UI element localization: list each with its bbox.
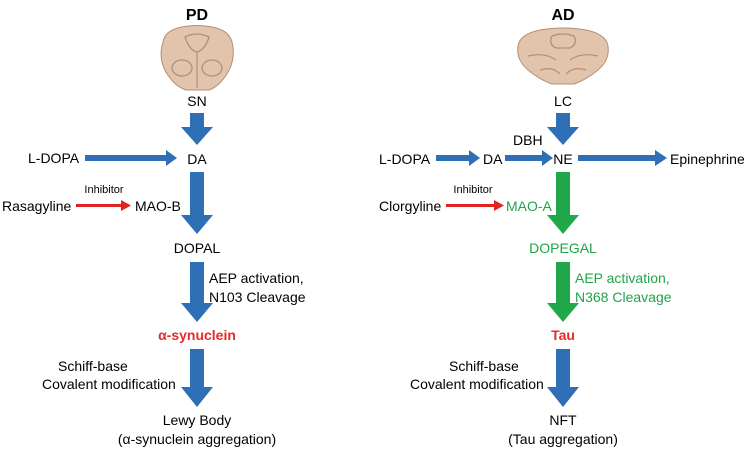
ad-ne-label: NE (553, 151, 572, 167)
ad-drug-label: Clorgyline (379, 198, 441, 214)
pd-aep-line1: AEP activation, (209, 270, 304, 286)
pd-protein-label: α-synuclein (158, 327, 236, 343)
ad-arrow-ne-to-dopegal (547, 172, 579, 234)
pd-arrow-ldopa-to-da (85, 150, 177, 166)
pd-schiff-line2: Covalent modification (42, 376, 176, 392)
pd-enzyme-label: MAO-B (135, 198, 181, 214)
ad-aep-line2: N368 Cleavage (575, 289, 672, 305)
pd-aep-line2: N103 Cleavage (209, 289, 306, 305)
ad-arrow-dopegal-to-protein (547, 262, 579, 322)
pd-brainstem-icon (160, 25, 234, 91)
ad-result-line1: NFT (549, 412, 577, 428)
pd-ldopa-label: L-DOPA (28, 150, 80, 166)
ad-arrow-lc-to-ne (547, 113, 579, 145)
pd-arrow-da-to-dopal (181, 172, 213, 234)
pd-region-label: SN (187, 93, 206, 109)
ad-aep-line1: AEP activation, (575, 270, 670, 286)
pd-aldehyde-label: DOPAL (174, 240, 221, 256)
ad-arrow-protein-to-result (547, 349, 579, 407)
ad-da-label: DA (483, 151, 503, 167)
pd-arrow-inhibitor (76, 200, 131, 211)
ad-arrow-ldopa-to-da (436, 150, 480, 166)
ad-result-line2: (Tau aggregation) (508, 431, 618, 447)
pd-result-line2: (α-synuclein aggregation) (118, 431, 276, 447)
ad-brainstem-icon (517, 27, 609, 85)
ad-protein-label: Tau (551, 327, 575, 343)
pd-inhibitor-label: Inhibitor (84, 184, 123, 196)
ad-arrow-inhibitor (446, 200, 504, 211)
ad-title: AD (551, 7, 574, 24)
ad-aldehyde-label: DOPEGAL (529, 240, 597, 256)
pd-result-line1: Lewy Body (163, 412, 231, 428)
ad-arrow-ne-to-epinephrine (578, 150, 667, 166)
pd-arrow-dopal-to-protein (181, 262, 213, 322)
ad-inhibitor-label: Inhibitor (453, 184, 492, 196)
pd-title: PD (186, 7, 208, 24)
pd-schiff-line1: Schiff-base (58, 358, 128, 374)
ad-region-label: LC (554, 93, 572, 109)
ad-dbh-label: DBH (513, 132, 543, 148)
pd-da-label: DA (187, 151, 207, 167)
ad-arrow-da-to-ne (505, 150, 553, 166)
ad-ldopa-label: L-DOPA (379, 151, 431, 167)
pd-arrow-sn-to-da (181, 113, 213, 145)
ad-epinephrine-label: Epinephrine (670, 151, 745, 167)
ad-schiff-line2: Covalent modification (410, 376, 544, 392)
ad-enzyme-label: MAO-A (506, 198, 553, 214)
pd-arrow-protein-to-result (181, 349, 213, 407)
ad-schiff-line1: Schiff-base (449, 358, 519, 374)
pd-drug-label: Rasagyline (2, 198, 71, 214)
